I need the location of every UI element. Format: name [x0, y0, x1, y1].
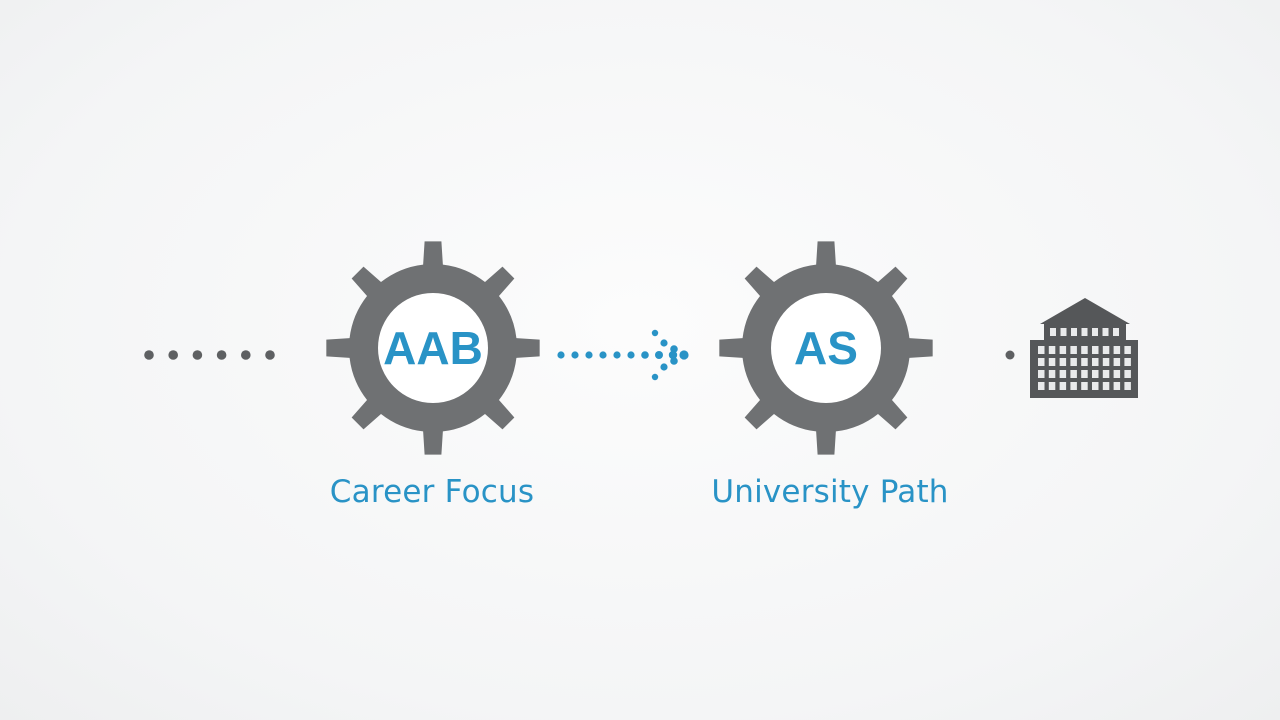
building-window [1092, 328, 1098, 336]
connector-dot [168, 350, 178, 360]
building-window [1081, 358, 1088, 366]
building-window [1059, 358, 1067, 366]
building-window [1048, 346, 1056, 354]
arrow-dot [679, 350, 689, 360]
arrow-dot [627, 351, 635, 359]
building-window [1124, 358, 1131, 366]
building-window [1092, 346, 1099, 354]
arrow-dot [655, 351, 663, 359]
building-window [1038, 382, 1045, 390]
arrow-dot [585, 351, 593, 359]
arrow-dot [557, 351, 565, 359]
arrow-dot [670, 357, 678, 365]
building-window [1102, 382, 1110, 390]
building-window [1081, 346, 1088, 354]
stage-label-career-focus: Career Focus [329, 474, 535, 510]
building-window [1059, 382, 1067, 390]
arrow-dot [660, 339, 668, 347]
building-window [1124, 346, 1131, 354]
connector-dot [192, 350, 203, 360]
building-window [1092, 382, 1099, 390]
arrow-dot [670, 345, 678, 353]
building-window [1102, 358, 1110, 366]
building-window [1124, 382, 1131, 390]
building-window [1038, 370, 1045, 378]
building-window [1070, 346, 1077, 354]
building-window [1102, 346, 1110, 354]
building-window [1071, 328, 1077, 336]
building-window [1092, 370, 1099, 378]
building-roof [1040, 298, 1130, 324]
building-window [1038, 358, 1045, 366]
gear-center [378, 293, 488, 403]
building-window [1081, 382, 1088, 390]
building-window [1102, 370, 1110, 378]
building-window [1113, 382, 1121, 390]
trailing-dot [1005, 350, 1015, 360]
building-window [1102, 328, 1109, 336]
connector-dot [265, 350, 275, 360]
building-window [1048, 358, 1056, 366]
building-window [1124, 370, 1131, 378]
building-window [1113, 346, 1121, 354]
arrow-dot [613, 351, 621, 359]
building-window [1113, 358, 1121, 366]
leading-dots [144, 350, 275, 360]
gear-center [771, 293, 881, 403]
building-window [1070, 382, 1077, 390]
arrow-dot [641, 351, 649, 359]
arrow-dot [668, 350, 678, 360]
dotted-arrow-icon [557, 329, 689, 381]
gear-icon: AS [719, 241, 933, 455]
stage-code-aab: AAB [383, 322, 483, 374]
connector-dot [216, 350, 227, 360]
building-window [1081, 328, 1088, 336]
building-window [1059, 370, 1067, 378]
building-windows [1038, 328, 1131, 390]
building-window [1048, 370, 1056, 378]
building-window [1060, 328, 1067, 336]
building-window [1059, 346, 1067, 354]
building-window [1081, 370, 1088, 378]
university-building-icon [1030, 298, 1138, 398]
stage-code-as: AS [794, 322, 858, 374]
building-window [1113, 328, 1119, 336]
stage-label-university-path: University Path [711, 474, 949, 510]
connector-dot [144, 350, 154, 360]
building-window [1048, 382, 1056, 390]
arrow-dot [660, 363, 668, 371]
arrow-dot [651, 373, 659, 381]
arrow-dot [571, 351, 579, 359]
building-window [1070, 358, 1077, 366]
arrow-dot [599, 351, 607, 359]
gear-icon: AAB [326, 241, 540, 455]
building-window [1070, 370, 1077, 378]
arrow-dot [651, 329, 659, 337]
building-window [1050, 328, 1056, 336]
building-window [1038, 346, 1045, 354]
building-window [1092, 358, 1099, 366]
connector-dot [241, 350, 251, 360]
building-window [1113, 370, 1121, 378]
